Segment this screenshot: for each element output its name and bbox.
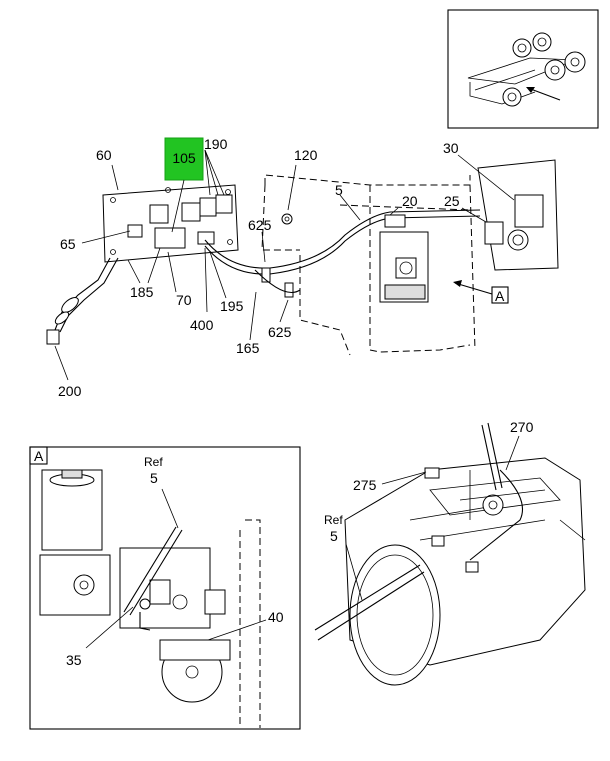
- detail-a-tag: A: [34, 448, 44, 464]
- callout-60[interactable]: 60: [96, 147, 112, 163]
- callout-5[interactable]: 5: [335, 182, 343, 198]
- view-a-marker[interactable]: A: [491, 286, 509, 304]
- callout-70[interactable]: 70: [176, 292, 192, 308]
- callout-185[interactable]: 185: [130, 284, 154, 300]
- detail-a: [29, 446, 301, 730]
- leader-lines: [54, 149, 515, 381]
- callout-165[interactable]: 165: [236, 340, 260, 356]
- detail-a-ref-num[interactable]: 5: [150, 470, 158, 486]
- callout-625-lower[interactable]: 625: [268, 324, 292, 340]
- view-a-label: A: [495, 288, 505, 304]
- callout-40[interactable]: 40: [268, 609, 284, 625]
- callout-65[interactable]: 65: [60, 236, 76, 252]
- locator-inset: [447, 9, 599, 129]
- callout-35[interactable]: 35: [66, 652, 82, 668]
- main-callouts: 60 190 120 30 5 20 25 625 65 185 70 195 …: [58, 136, 460, 399]
- detail-b: [314, 422, 586, 686]
- callout-200[interactable]: 200: [58, 383, 82, 399]
- callout-270[interactable]: 270: [510, 419, 534, 435]
- detail-a-ref-word: Ref: [144, 455, 163, 469]
- callout-275[interactable]: 275: [353, 477, 377, 493]
- callout-105[interactable]: 105: [172, 150, 196, 166]
- callout-20[interactable]: 20: [402, 193, 418, 209]
- detail-b-ref-num[interactable]: 5: [330, 528, 338, 544]
- callout-120[interactable]: 120: [294, 147, 318, 163]
- callout-195[interactable]: 195: [220, 298, 244, 314]
- callout-190[interactable]: 190: [204, 136, 228, 152]
- callout-625-upper[interactable]: 625: [248, 217, 272, 233]
- callout-400[interactable]: 400: [190, 317, 214, 333]
- detail-b-ref-word: Ref: [324, 513, 343, 527]
- main-view: [46, 159, 559, 356]
- callout-25[interactable]: 25: [444, 193, 460, 209]
- callout-30[interactable]: 30: [443, 140, 459, 156]
